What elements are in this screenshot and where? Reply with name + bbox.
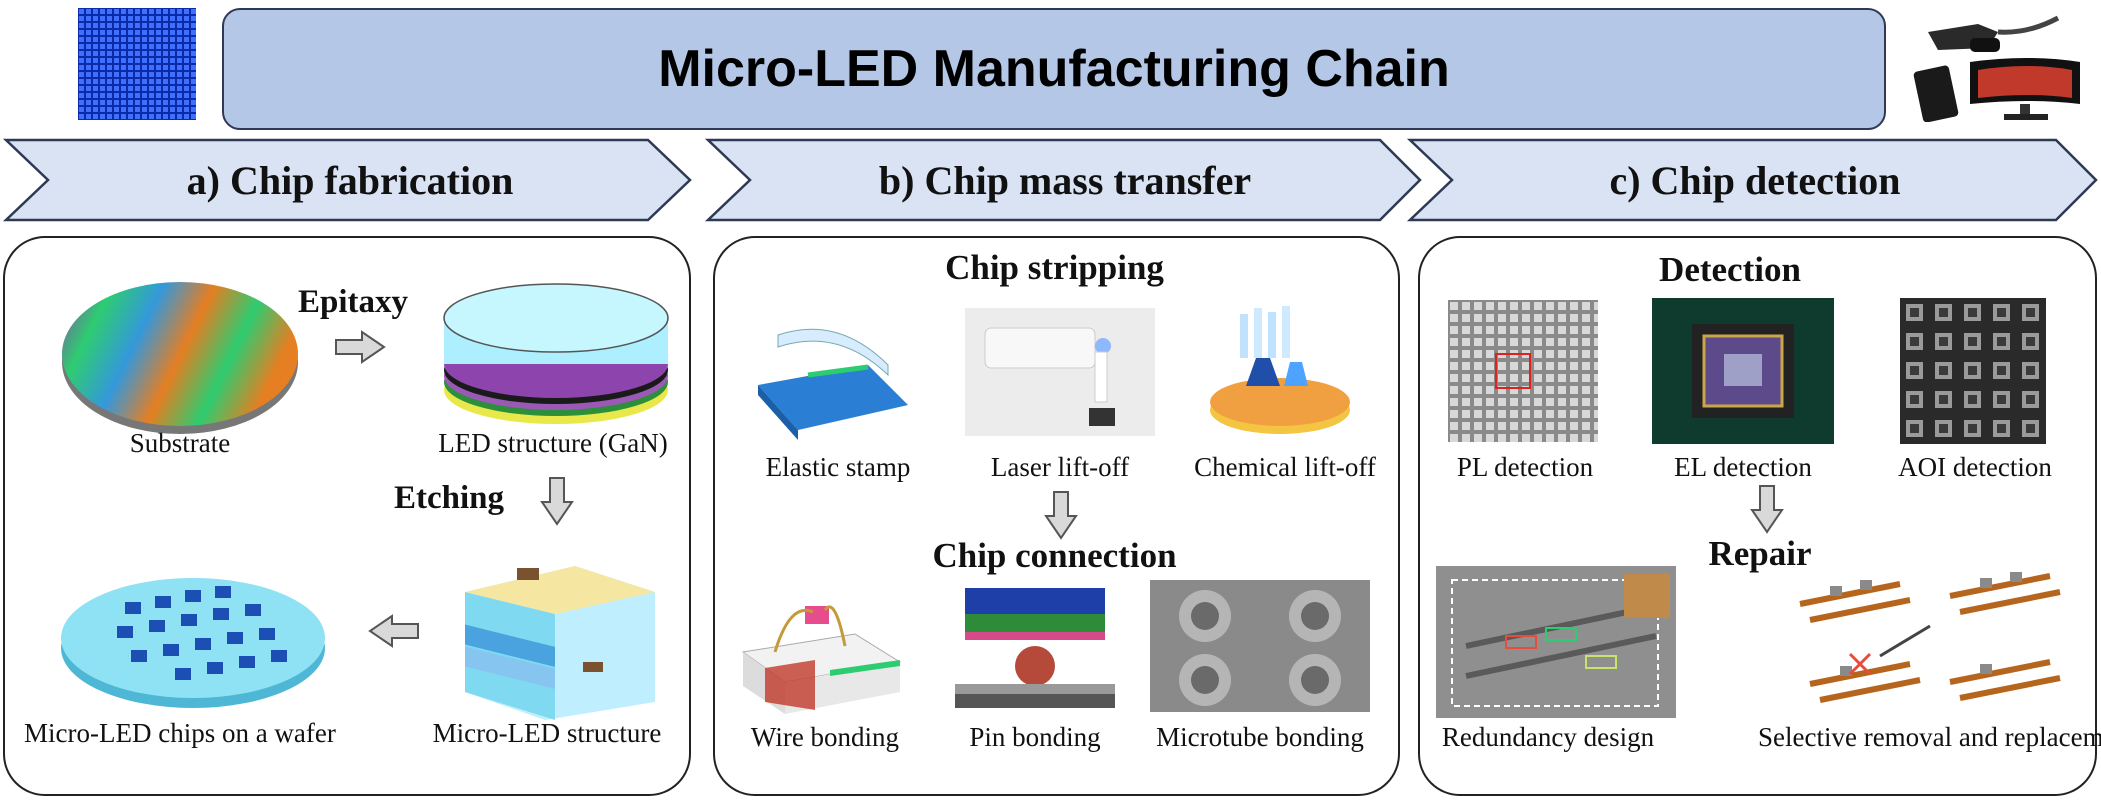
- label-chemical-lift-off: Chemical lift-off: [1194, 452, 1376, 482]
- label-pl-detection: PL detection: [1456, 452, 1594, 482]
- label-chips-on-wafer: Micro-LED chips on a wafer: [24, 718, 336, 748]
- process-arrow-icon: [1750, 485, 1784, 534]
- label-pin-bonding: Pin bonding: [969, 722, 1101, 752]
- step-epitaxy: Epitaxy: [298, 284, 409, 320]
- section-chevrons: [2, 138, 2098, 222]
- label-elastic-stamp: Elastic stamp: [765, 452, 911, 482]
- step-etching: Etching: [394, 480, 505, 516]
- label-led-structure: LED structure (GaN): [438, 428, 668, 458]
- process-arrow-icon: [1044, 491, 1078, 540]
- label-laser-lift-off: Laser lift-off: [990, 452, 1130, 482]
- label-micro-led-structure: Micro-LED structure: [432, 718, 662, 748]
- chevron-b: [704, 138, 1422, 222]
- el-detection-image: [1652, 298, 1834, 444]
- selective-removal-image: [1799, 572, 2061, 703]
- micro-led-structure-image: [465, 566, 655, 720]
- redundancy-design-image: [1436, 566, 1676, 718]
- label-redundancy-design: Redundancy design: [1441, 722, 1655, 752]
- chevron-a: [2, 138, 692, 222]
- label-el-detection: EL detection: [1674, 452, 1812, 482]
- process-arrow-icon: [368, 614, 419, 648]
- microled-pixel-grid-image: [78, 8, 196, 120]
- chevron-c: [1406, 138, 2098, 222]
- chemical-lift-off-image: [1210, 306, 1350, 434]
- laser-lift-off-image: [965, 308, 1155, 436]
- process-arrow-icon: [540, 477, 574, 526]
- elastic-stamp-image: [758, 328, 908, 440]
- chips-on-wafer-image: [61, 578, 325, 708]
- process-arrow-icon: [335, 330, 386, 364]
- label-microtube-bonding: Microtube bonding: [1156, 722, 1364, 752]
- section-heading-b: b) Chip mass transfer: [878, 157, 1252, 203]
- substrate-wafer-image: [62, 282, 298, 434]
- label-wire-bonding: Wire bonding: [750, 722, 900, 752]
- page-title: Micro-LED Manufacturing Chain: [658, 40, 1450, 98]
- title-banner: Micro-LED Manufacturing Chain: [222, 8, 1886, 130]
- subheading-detection: Detection: [1659, 250, 1801, 289]
- wire-bonding-image: [741, 605, 902, 714]
- pin-bonding-image: [955, 588, 1115, 708]
- subheading-repair: Repair: [1708, 534, 1812, 573]
- pl-detection-image: [1448, 300, 1598, 442]
- microtube-bonding-image: [1150, 580, 1370, 712]
- led-structure-image: [443, 283, 669, 424]
- aoi-detection-image: [1900, 298, 2046, 444]
- subheading-chip-stripping: Chip stripping: [945, 248, 1164, 287]
- subheading-chip-connection: Chip connection: [932, 536, 1177, 575]
- label-selective-removal: Selective removal and replacement: [1758, 722, 2101, 752]
- section-heading-a: a) Chip fabrication: [186, 157, 514, 203]
- section-heading-c: c) Chip detection: [1609, 157, 1901, 203]
- label-aoi-detection: AOI detection: [1898, 452, 2052, 482]
- label-substrate: Substrate: [129, 428, 231, 458]
- vr-headset-phone-monitor-image: [1913, 15, 2080, 122]
